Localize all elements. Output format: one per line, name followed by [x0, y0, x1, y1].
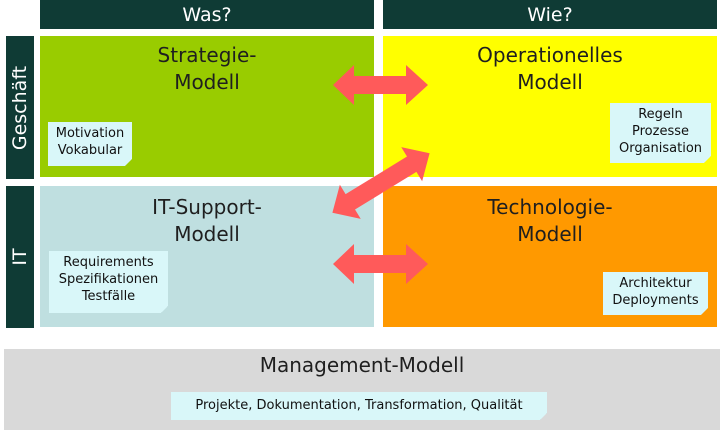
operational-model-quadrant: Operationelles Modell Regeln Prozesse Or… [383, 36, 717, 177]
operational-model-title-line2: Modell [517, 70, 583, 94]
technology-model-title-line2: Modell [517, 222, 583, 246]
note-item: Regeln [638, 107, 683, 122]
arrow-strategy-operational [333, 65, 428, 105]
note-item: Organisation [618, 141, 703, 156]
strategy-model-note: Motivation Vokabular [48, 122, 132, 166]
note-item: Architektur [619, 276, 692, 291]
column-header-what-label: Was? [182, 3, 232, 26]
note-item: Testfälle [81, 289, 136, 304]
strategy-model-title-line2: Modell [174, 70, 240, 94]
management-model-band: Management-Modell Projekte, Dokumentatio… [4, 349, 720, 430]
note-item: Vokabular [57, 143, 123, 158]
it-support-model-note: Requirements Spezifikationen Testfälle [49, 251, 168, 313]
operational-model-title: Operationelles Modell [383, 42, 717, 96]
technology-model-title-line1: Technologie- [487, 195, 613, 219]
strategy-model-quadrant: Strategie- Modell Motivation Vokabular [40, 36, 374, 177]
technology-model-quadrant: Technologie- Modell Architektur Deployme… [383, 186, 717, 327]
management-model-note-text: Projekte, Dokumentation, Transformation,… [195, 398, 523, 413]
note-item: Spezifikationen [58, 272, 159, 287]
column-header-what: Was? [40, 0, 374, 29]
column-header-how-label: Wie? [527, 3, 573, 26]
operational-model-note: Regeln Prozesse Organisation [610, 103, 711, 163]
strategy-model-title-line1: Strategie- [157, 43, 257, 67]
note-item: Deployments [612, 293, 699, 308]
it-support-model-title: IT-Support- Modell [40, 194, 374, 248]
row-label-business: Geschäft [6, 36, 34, 179]
it-support-model-quadrant: IT-Support- Modell Requirements Spezifik… [40, 186, 374, 327]
row-label-it: IT [6, 186, 34, 328]
note-item: Motivation [55, 126, 125, 141]
it-support-model-title-line1: IT-Support- [152, 195, 262, 219]
management-model-title: Management-Modell [259, 353, 465, 377]
note-item: Requirements [63, 255, 154, 270]
arrow-operational-itsupport [332, 147, 430, 219]
technology-model-note: Architektur Deployments [603, 272, 708, 315]
strategy-model-title: Strategie- Modell [40, 42, 374, 96]
arrow-itsupport-technology [333, 244, 428, 284]
operational-model-title-line1: Operationelles [477, 43, 623, 67]
note-item: Prozesse [632, 124, 689, 139]
technology-model-title: Technologie- Modell [383, 194, 717, 248]
management-model-note: Projekte, Dokumentation, Transformation,… [171, 392, 547, 420]
it-support-model-title-line2: Modell [174, 222, 240, 246]
column-header-how: Wie? [383, 0, 717, 29]
